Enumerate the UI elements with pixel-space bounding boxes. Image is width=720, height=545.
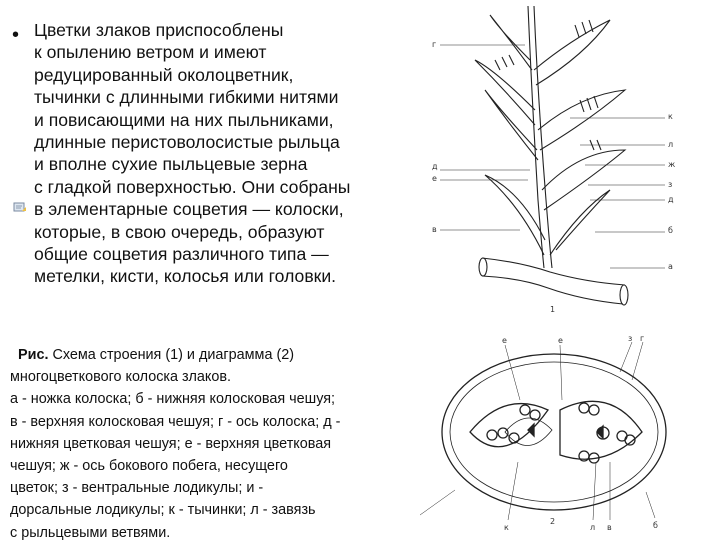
main-paragraph: Цветки злаков приспособлены к опылению в… — [34, 19, 379, 288]
label-l: л — [668, 140, 674, 149]
spikelet-figure: г д е в к л ж з д б а 1 е е з г к л в б … — [410, 0, 720, 540]
spikelet-drawing — [419, 5, 667, 521]
label-l-diagram: л — [590, 523, 596, 532]
note-icon[interactable] — [13, 201, 27, 213]
label-k: к — [668, 112, 673, 121]
text-line: Цветки злаков приспособлены — [34, 20, 284, 40]
text-line: тычинки с длинными гибкими нитями — [34, 87, 339, 108]
text-line: и повисающими на них пыльниками, — [34, 109, 334, 130]
caption-line: чешуя; ж - ось бокового побега, несущего — [10, 458, 288, 475]
caption-prefix: Рис. — [18, 347, 49, 363]
caption-line: а - ножка колоска; б - нижняя колосковая… — [10, 391, 336, 408]
label-d-right: д — [668, 195, 674, 204]
caption-line: с рыльцевыми ветвями. — [10, 524, 171, 541]
text-line: длинные перистоволосистые рыльца — [34, 132, 340, 153]
spikelet-floral-diagram — [419, 341, 667, 521]
label-v-diagram: в — [607, 523, 612, 532]
label-b: б — [668, 226, 673, 235]
text-line: метелки, кисти, колосья или головки. — [34, 266, 337, 287]
spikelet-structure-diagram — [440, 5, 665, 306]
figure-number-1: 1 — [550, 305, 556, 314]
text-line: общие соцветия различного типа — — [34, 244, 329, 265]
label-z: з — [668, 180, 673, 189]
text-line: и вполне сухие пыльцевые зерна — [34, 154, 308, 175]
label-e3-diagram: е — [558, 336, 563, 345]
text-line: с гладкой поверхностью. Они собраны — [34, 176, 351, 197]
figure-caption: Рис. Схема строения (1) и диаграмма (2) … — [10, 344, 395, 544]
label-b-diagram: б — [653, 521, 658, 530]
text-line: которые, в свою очередь, образуют — [34, 221, 325, 242]
caption-line-text: Схема строения (1) и диаграмма (2) — [48, 347, 295, 363]
label-z-diagram: з — [628, 334, 633, 343]
label-g-diagram: г — [640, 334, 645, 343]
caption-line: Рис. Схема строения (1) и диаграмма (2) — [10, 344, 395, 366]
text-line: к опылению ветром и имеют — [34, 42, 267, 63]
label-v: в — [432, 225, 437, 234]
label-a: а — [668, 262, 673, 271]
caption-line: дорсальные лодикулы; к - тычинки; л - за… — [10, 502, 316, 519]
text-line: редуцированный околоцветник, — [34, 64, 294, 85]
bullet-marker: • — [12, 24, 20, 46]
caption-line: в - верхняя колосковая чешуя; г - ось ко… — [10, 413, 341, 430]
label-e: е — [432, 174, 437, 183]
caption-line: многоцветкового колоска злаков. — [10, 369, 231, 386]
label-d: д — [432, 162, 438, 171]
label-k-diagram: к — [504, 523, 509, 532]
text-line: в элементарные соцветия — колоски, — [34, 199, 344, 220]
label-zh: ж — [668, 160, 676, 169]
label-e-diagram: е — [502, 336, 507, 345]
label-g: г — [432, 40, 437, 49]
caption-line: нижняя цветковая чешуя; е - верхняя цвет… — [10, 435, 332, 452]
figure-number-2: 2 — [550, 517, 556, 526]
caption-line: цветок; з - вентральные лодикулы; и - — [10, 480, 264, 497]
